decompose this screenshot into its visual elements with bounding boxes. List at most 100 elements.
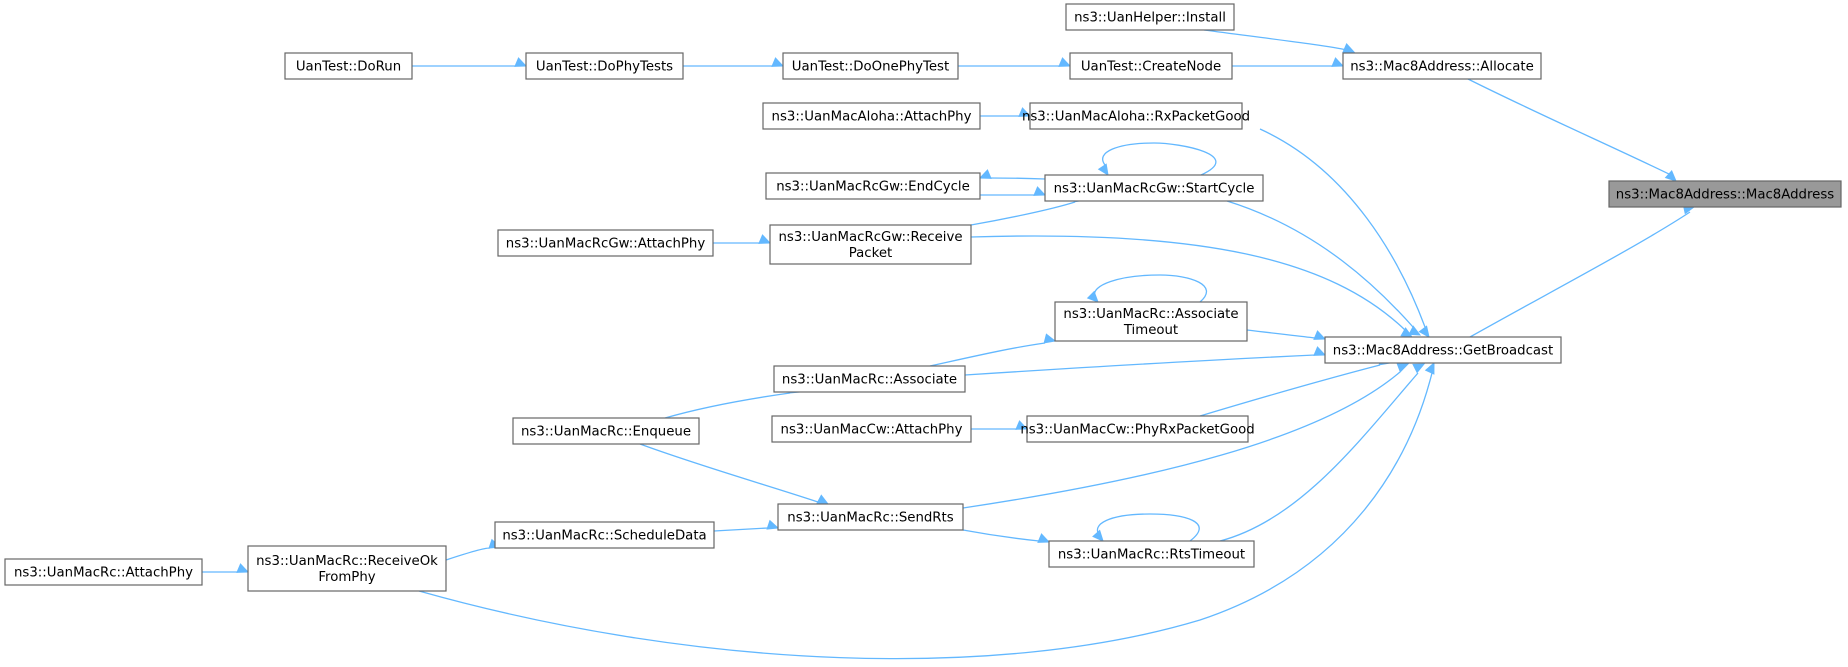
node-alohaRx[interactable]: ns3::UanMacAloha::RxPacketGood <box>1022 102 1250 130</box>
node-rcEnqueue[interactable]: ns3::UanMacRc::Enqueue <box>512 417 700 445</box>
node-box[interactable] <box>1065 3 1235 31</box>
node-label: ns3::UanHelper::Install <box>1074 11 1226 26</box>
node-label: Packet <box>849 246 893 261</box>
edge-rcRtsTo-to-getbcast <box>1219 363 1426 542</box>
node-mac8ctor[interactable]: ns3::Mac8Address::Mac8Address <box>1608 180 1842 208</box>
arrow-head-icon <box>1037 533 1051 543</box>
node-box[interactable] <box>247 545 447 592</box>
node-box[interactable] <box>1054 301 1248 342</box>
node-box[interactable] <box>1069 52 1233 80</box>
node-rcAttach[interactable]: ns3::UanMacRc::AttachPhy <box>4 558 203 586</box>
node-label: ns3::Mac8Address::Mac8Address <box>1616 188 1834 203</box>
node-helperInst[interactable]: ns3::UanHelper::Install <box>1065 3 1235 31</box>
node-box[interactable] <box>1608 180 1842 208</box>
edge-helperInst-to-allocate <box>1203 29 1356 53</box>
edge-line <box>639 443 819 503</box>
node-label: Timeout <box>1123 323 1178 338</box>
node-gwAttach[interactable]: ns3::UanMacRcGw::AttachPhy <box>497 229 714 257</box>
node-box[interactable] <box>284 52 413 80</box>
node-box[interactable] <box>777 503 964 531</box>
edge-line <box>1469 211 1691 338</box>
node-rcAssoc[interactable]: ns3::UanMacRc::Associate <box>773 365 966 393</box>
edge-line <box>1219 372 1419 542</box>
node-box[interactable] <box>1026 415 1249 443</box>
node-box[interactable] <box>4 558 203 586</box>
node-box[interactable] <box>497 229 714 257</box>
node-label: ns3::UanMacRc::SendRts <box>787 511 953 526</box>
node-doPhyTests[interactable]: UanTest::DoPhyTests <box>525 52 684 80</box>
arrow-head-icon <box>1664 169 1677 182</box>
edge-gwRecv-to-getbcast <box>970 235 1414 338</box>
edge-line <box>962 529 1040 542</box>
node-cwAttach[interactable]: ns3::UanMacCw::AttachPhy <box>771 415 972 443</box>
node-allocate[interactable]: ns3::Mac8Address::Allocate <box>1342 52 1542 80</box>
arrow-head-icon <box>1043 333 1057 344</box>
node-box[interactable] <box>771 415 972 443</box>
arrow-head-icon <box>771 57 785 67</box>
node-box[interactable] <box>525 52 684 80</box>
node-rcSendRts[interactable]: ns3::UanMacRc::SendRts <box>777 503 964 531</box>
node-box[interactable] <box>1048 540 1255 568</box>
arrow-head-icon <box>1097 163 1109 177</box>
node-gwEnd[interactable]: ns3::UanMacRcGw::EndCycle <box>765 172 981 200</box>
arrow-head-icon <box>1033 186 1047 196</box>
node-box[interactable] <box>494 521 715 549</box>
node-box[interactable] <box>1029 102 1243 130</box>
node-label: FromPhy <box>318 570 375 585</box>
node-label: UanTest::CreateNode <box>1081 60 1221 75</box>
node-label: ns3::UanMacRcGw::Receive <box>778 230 962 245</box>
edge-rcAssocTo-to-rcAssocTo <box>1086 274 1208 303</box>
node-label: ns3::Mac8Address::GetBroadcast <box>1333 344 1553 359</box>
node-label: UanTest::DoOnePhyTest <box>792 60 949 75</box>
node-box[interactable] <box>512 417 700 445</box>
edge-rcRtsTo-to-rcRtsTo <box>1092 513 1200 542</box>
arrow-head-icon <box>1313 346 1327 356</box>
node-rcSched[interactable]: ns3::UanMacRc::ScheduleData <box>494 521 715 549</box>
node-box[interactable] <box>769 224 972 265</box>
edge-gwEnd-to-gwStart <box>980 186 1047 196</box>
node-label: ns3::UanMacAloha::RxPacketGood <box>1022 110 1250 125</box>
node-box[interactable] <box>762 102 981 130</box>
node-box[interactable] <box>782 52 959 80</box>
edge-gwStart-to-gwEnd <box>978 169 1046 180</box>
node-box[interactable] <box>1342 52 1542 80</box>
arrow-head-icon <box>1018 107 1032 117</box>
node-doRun[interactable]: UanTest::DoRun <box>284 52 413 80</box>
node-createNode[interactable]: UanTest::CreateNode <box>1069 52 1233 80</box>
arrow-head-icon <box>1015 420 1029 430</box>
node-getbcast[interactable]: ns3::Mac8Address::GetBroadcast <box>1324 336 1562 364</box>
arrow-head-icon <box>1086 290 1099 303</box>
edge-rcAssocTo-to-getbcast <box>1246 329 1327 340</box>
node-alohaAttach[interactable]: ns3::UanMacAloha::AttachPhy <box>762 102 981 130</box>
edge-line <box>964 354 1316 376</box>
edge-line <box>970 235 1406 331</box>
edge-line <box>1102 142 1217 176</box>
edge-rcAssoc-to-rcAssocTo <box>929 333 1057 367</box>
edge-line <box>418 372 1433 660</box>
node-rcRtsTo[interactable]: ns3::UanMacRc::RtsTimeout <box>1048 540 1255 568</box>
node-cwRx[interactable]: ns3::UanMacCw::PhyRxPacketGood <box>1020 415 1255 443</box>
arrow-head-icon <box>1400 327 1414 338</box>
node-box[interactable] <box>773 365 966 393</box>
arrow-head-icon <box>766 519 780 530</box>
node-box[interactable] <box>765 172 981 200</box>
node-gwStart[interactable]: ns3::UanMacRcGw::StartCycle <box>1044 174 1264 202</box>
node-doOnePhy[interactable]: UanTest::DoOnePhyTest <box>782 52 959 80</box>
edge-rcAssoc-to-getbcast <box>964 346 1327 376</box>
node-box[interactable] <box>1044 174 1264 202</box>
edge-line <box>1093 274 1208 303</box>
edge-line <box>929 342 1046 367</box>
node-label: UanTest::DoPhyTests <box>536 60 673 75</box>
arrow-head-icon <box>1092 529 1104 542</box>
edge-createNode-to-allocate <box>1232 57 1345 67</box>
node-box[interactable] <box>1324 336 1562 364</box>
arrow-head-icon <box>1408 325 1422 336</box>
edge-rcRecvOk-to-getbcast <box>418 361 1435 660</box>
arrow-head-icon <box>1313 330 1327 340</box>
arrow-head-icon <box>514 57 528 67</box>
node-label: ns3::UanMacRc::ScheduleData <box>502 529 706 544</box>
edge-line <box>1259 128 1426 328</box>
